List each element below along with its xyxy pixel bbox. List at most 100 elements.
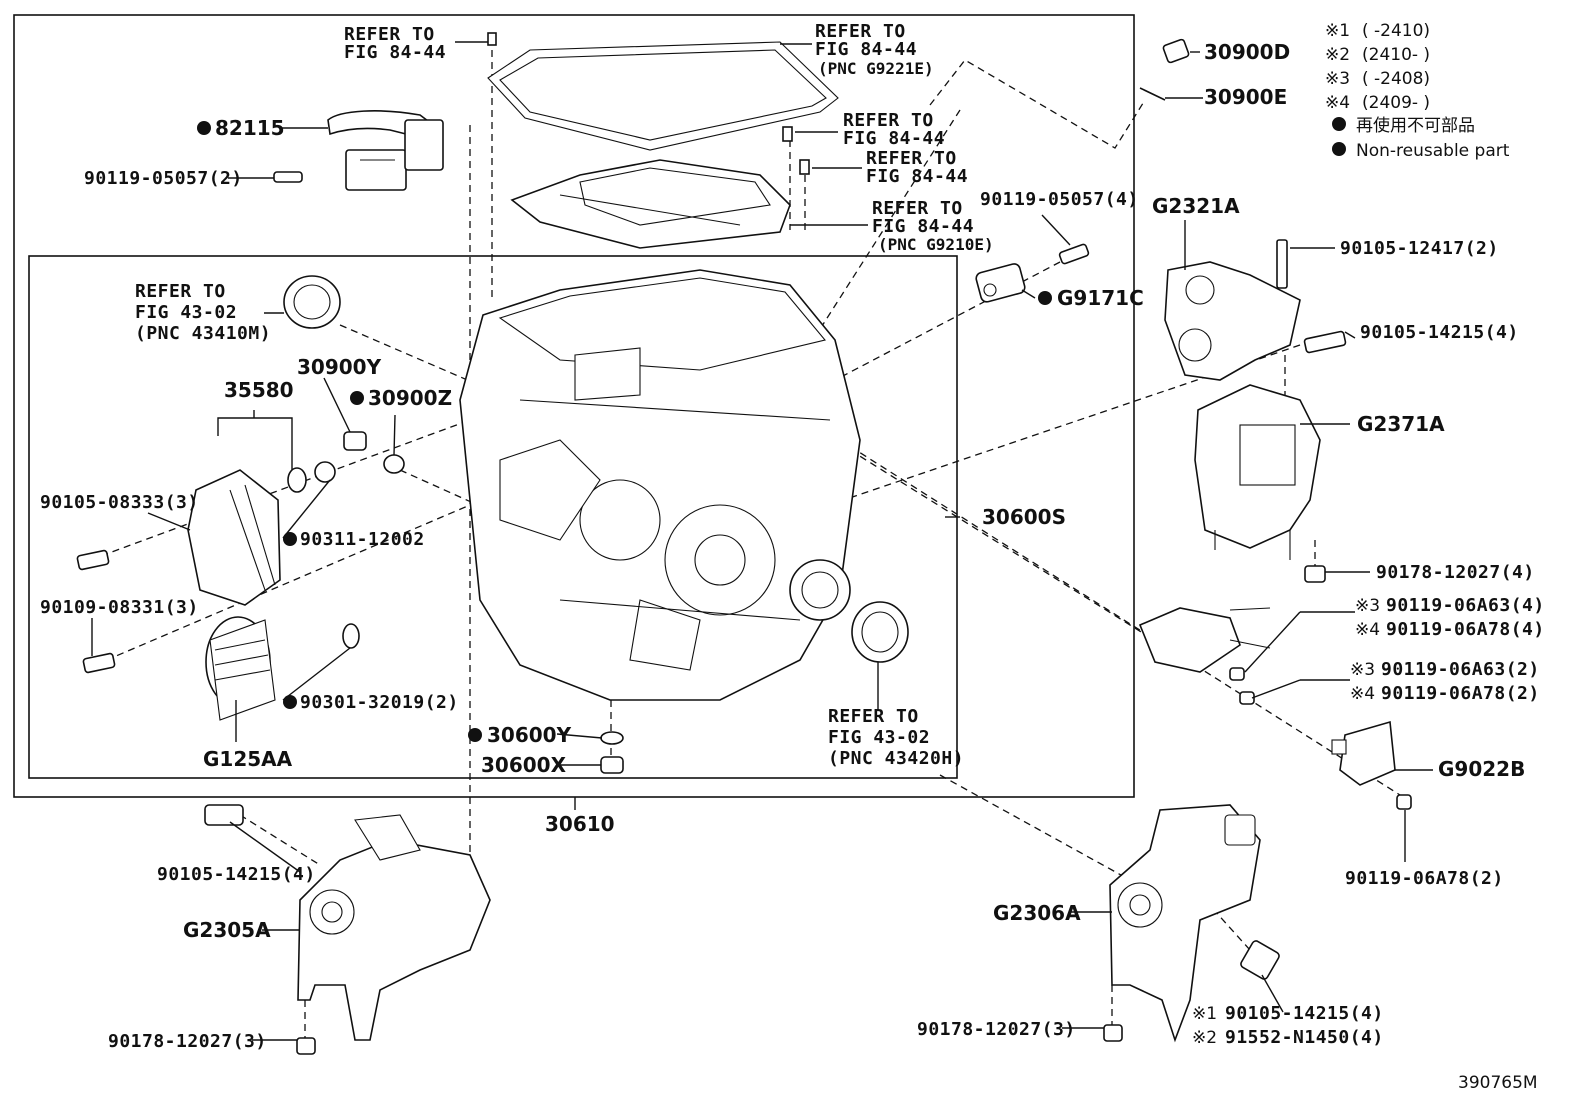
assembly-frame-30610 <box>13 14 1135 798</box>
oil-pump-35580 <box>187 469 281 606</box>
engine-mount-G2371A <box>1194 384 1321 560</box>
legend-note-range: ( -2408) <box>1362 69 1430 89</box>
refer-label: REFER TO <box>344 24 435 45</box>
note-mark: ※4 <box>1355 620 1380 640</box>
part-label: 35580 <box>224 378 294 402</box>
refer-label: FIG 43-02 <box>135 302 237 323</box>
refer-label: (PNC 43410M) <box>135 323 271 344</box>
non-reusable-dot <box>1038 291 1052 305</box>
part-label: 82115 <box>215 116 285 140</box>
refer-label: (PNC G9221E) <box>818 59 934 78</box>
part-label: 90119-06A63(4) <box>1386 595 1545 616</box>
rings-plugs <box>287 431 624 774</box>
part-label: G2371A <box>1357 412 1445 436</box>
transaxle-case-30600S <box>459 269 861 701</box>
illustration-id: 390765M <box>1458 1073 1538 1093</box>
refer-label: (PNC G9210E) <box>878 235 994 254</box>
part-label: 90119-05057(2) <box>84 168 243 189</box>
wire-harness-82115 <box>327 110 444 191</box>
part-label: 30900Y <box>297 355 382 379</box>
part-number-labels: 82115 90119-05057(2) 30900D 30900E 90119… <box>40 40 1545 1052</box>
part-label: 90119-06A78(2) <box>1345 868 1504 889</box>
part-label: G9022B <box>1438 757 1525 781</box>
legend-note-mark: ※4 <box>1325 93 1350 113</box>
part-label: 30600Y <box>487 723 572 747</box>
legend-note-mark: ※2 <box>1325 45 1350 65</box>
part-label: 90119-06A78(4) <box>1386 619 1545 640</box>
note-mark: ※4 <box>1350 684 1375 704</box>
part-label: 91552-N1450(4) <box>1225 1027 1384 1048</box>
refer-label: (PNC 43420H) <box>828 748 964 769</box>
leader-lines <box>91 41 1433 1041</box>
refer-label: REFER TO <box>872 198 963 219</box>
valve-body-plate <box>510 159 791 249</box>
part-label: 90119-06A63(2) <box>1381 659 1540 680</box>
part-label: 90109-08331(3) <box>40 597 199 618</box>
part-label: 90105-14215(4) <box>1360 322 1519 343</box>
part-label: 30900D <box>1204 40 1290 64</box>
part-label: 30900E <box>1204 85 1287 109</box>
part-label: G2306A <box>993 901 1081 925</box>
non-reusable-dot <box>283 695 297 709</box>
note-mark: ※3 <box>1350 660 1375 680</box>
refer-label: REFER TO <box>866 148 957 169</box>
refer-labels: REFER TO FIG 84-44 REFER TO FIG 84-44 (P… <box>135 21 994 769</box>
engine-mount-bracket-G2321A <box>1164 261 1301 381</box>
non-reusable-dot <box>283 532 297 546</box>
refer-label: FIG 84-44 <box>344 42 446 63</box>
sensor-G9171C <box>975 263 1026 303</box>
part-label: G2321A <box>1152 194 1240 218</box>
sensor-connector <box>1138 607 1271 673</box>
refer-label: FIG 84-44 <box>843 128 945 149</box>
refer-label: REFER TO <box>815 21 906 42</box>
part-label: 90311-12002 <box>300 529 425 550</box>
oil-pan-gasket <box>487 41 839 151</box>
refer-label: FIG 43-02 <box>828 727 930 748</box>
part-label: 30600X <box>481 753 567 777</box>
legend-note-range: ( -2410) <box>1362 21 1430 41</box>
part-label: 30900Z <box>368 386 452 410</box>
non-reusable-markers <box>197 117 1346 742</box>
part-label: 30610 <box>545 812 615 836</box>
part-label: 90105-14215(4) <box>1225 1003 1384 1024</box>
legend-note-range: (2410- ) <box>1362 45 1430 65</box>
refer-label: FIG 84-44 <box>872 216 974 237</box>
oil-seals <box>283 275 909 663</box>
part-label: G125AA <box>203 747 293 771</box>
assembly-lines <box>89 50 1401 1040</box>
legend-non-reusable-jp: 再使用不可部品 <box>1356 115 1475 136</box>
engine-mount-G2305A <box>297 814 491 1041</box>
refer-label: REFER TO <box>135 281 226 302</box>
part-label: G9171C <box>1057 286 1144 310</box>
refer-label: REFER TO <box>843 110 934 131</box>
non-reusable-dot <box>1332 142 1346 156</box>
refer-label: FIG 84-44 <box>866 166 968 187</box>
oil-cooler-G125AA <box>205 616 276 721</box>
non-reusable-dot <box>197 121 211 135</box>
legend-note-mark: ※3 <box>1325 69 1350 89</box>
legend: ※1 ( -2410) ※2 (2410- ) ※3 ( -2408) ※4 (… <box>1325 21 1510 161</box>
non-reusable-dot <box>1332 117 1346 131</box>
part-label: 90105-14215(4) <box>157 864 316 885</box>
non-reusable-dot <box>350 391 364 405</box>
part-label: 90301-32019(2) <box>300 692 459 713</box>
part-label: 30600S <box>982 505 1066 529</box>
part-label: 90178-12027(3) <box>917 1019 1076 1040</box>
note-mark: ※3 <box>1355 596 1380 616</box>
sensor-G9022B <box>1331 720 1396 786</box>
legend-note-range: (2409- ) <box>1362 93 1430 113</box>
note-mark: ※2 <box>1192 1028 1217 1048</box>
refer-label: REFER TO <box>828 706 919 727</box>
engine-mount-G2306A <box>1109 804 1261 1043</box>
part-label: 90178-12027(3) <box>108 1031 267 1052</box>
part-label: 90105-08333(3) <box>40 492 199 513</box>
part-label: 90105-12417(2) <box>1340 238 1499 259</box>
part-label: G2305A <box>183 918 271 942</box>
part-label: 90178-12027(4) <box>1376 562 1535 583</box>
legend-non-reusable-en: Non-reusable part <box>1356 141 1510 161</box>
legend-note-mark: ※1 <box>1325 21 1350 41</box>
refer-label: FIG 84-44 <box>815 39 917 60</box>
part-30900D-30900E <box>1139 38 1190 101</box>
part-label: 90119-06A78(2) <box>1381 683 1540 704</box>
